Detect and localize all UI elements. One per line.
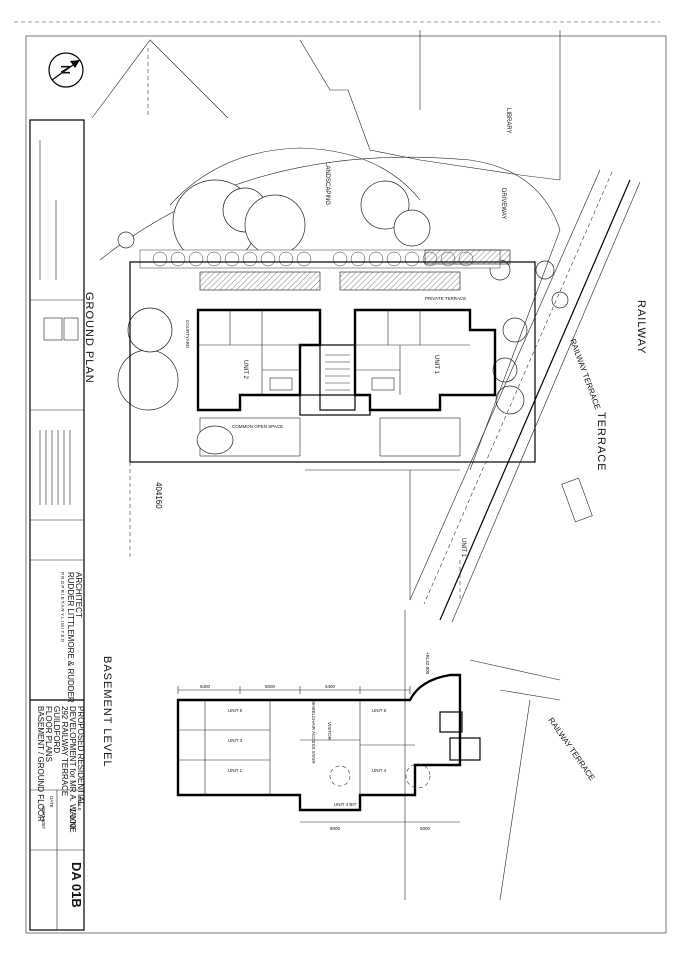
firm-name: RUDDER LITTLEMORE & RUDDER (66, 572, 75, 703)
basement-unit-4-bay: UNIT 4 BIT (334, 802, 357, 807)
label-private-terrace: PRIVATE TERRACE (425, 296, 466, 301)
firm-line2: P R O P R I E T A R Y L I M I T E D (60, 572, 65, 643)
sheet-border (14, 21, 667, 934)
project-heading: PROPOSED RESIDENTIAL (76, 706, 85, 807)
basement-dim-2: 5000 (265, 684, 276, 689)
sheet-title-1: FLOOR PLANS (44, 706, 53, 762)
railway-tracks (409, 169, 641, 623)
title-block: ARCHITECT RUDDER LITTLEMORE & RUDDER P R… (29, 119, 85, 931)
label-courtyard: COURTYARD (185, 320, 190, 349)
label-driveway: DRIVEWAY (500, 188, 506, 219)
basement-visitor: VISITOR (327, 722, 332, 741)
basement-rl: +RL32.800 (425, 652, 430, 675)
basement-dim-4: 8000 (330, 826, 341, 831)
basement-dim-5: 5000 (420, 826, 431, 831)
label-railway-terrace-lower: RAILWAY TERRACE (546, 716, 596, 782)
label-library: LIBRARY (505, 108, 511, 134)
label-basement-level: BASEMENT LEVEL (101, 656, 113, 768)
label-ground-plan: GROUND PLAN (83, 292, 95, 384)
date-label: DATE (49, 796, 54, 808)
architect-heading: ARCHITECT (74, 572, 83, 618)
label-landscaping: LANDSCAPING (324, 162, 330, 205)
basement-unit-1: UNIT 1 (228, 768, 243, 773)
label-lot-number: 404160 (154, 482, 163, 509)
basement-unit-6: UNIT 6 (372, 708, 387, 713)
basement-unit-3: UNIT 3 (228, 738, 243, 743)
date-value: SEPT 2007 (41, 806, 46, 829)
landscape-strip-east (339, 271, 461, 291)
landscape-strip-corner (424, 249, 511, 265)
sheet-title-2: BASEMENT / GROUND FLOOR (36, 706, 45, 822)
drawing-number: DA 01B (69, 862, 84, 908)
scale-label: SCALE (77, 796, 82, 811)
site-plan: RAILWAY RAILWAY TERRACE TERRACE LIBRARY … (83, 30, 647, 623)
project-line2: 292 RAILWAY TERRACE (60, 706, 69, 796)
label-unit-1: UNIT 1 (433, 355, 439, 375)
trees (117, 179, 569, 415)
label-railway-terrace-top: RAILWAY TERRACE (568, 338, 602, 411)
label-terrace: TERRACE (595, 412, 607, 472)
scale-value: 1:100 (68, 808, 77, 829)
basement-dim-3: 6400 (325, 684, 336, 689)
north-arrow-label: N (58, 65, 73, 74)
basement-unit-4: UNIT 4 (372, 768, 387, 773)
project-line1: DEVELOPMENT for MR A. WAYNE (68, 706, 77, 833)
label-common-open-space: COMMON OPEN SPACE (232, 424, 283, 429)
courtyard-area (379, 417, 461, 457)
label-unit-1-side: UNIT 1 (460, 538, 466, 558)
site-boundary (129, 261, 536, 463)
label-unit-2: UNIT 2 (242, 360, 248, 380)
title-block-notes (39, 140, 71, 505)
basement-dim-1: 6400 (200, 684, 211, 689)
label-railway: RAILWAY (635, 300, 647, 354)
project-line3: GUILDFORD (52, 706, 61, 753)
basement-plan: 6400 5000 6400 8000 5000 +RL32.800 UNIT … (101, 610, 597, 901)
basement-unit-5: UNIT 5 (228, 708, 243, 713)
basement-wheelchair: WHEELCHAIR ACCESS STAIR (311, 700, 316, 764)
landscape-strip-west (199, 271, 321, 291)
building-footprint (196, 308, 497, 416)
north-arrow-icon: N (48, 52, 84, 88)
